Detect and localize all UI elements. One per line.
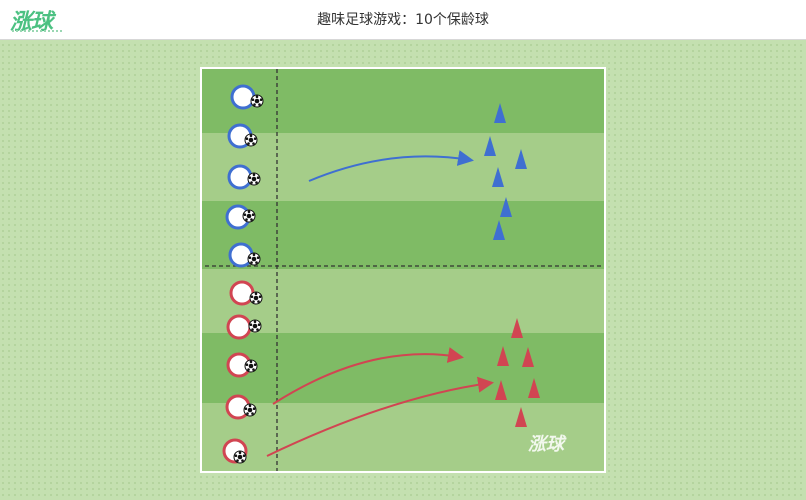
blue-cone-icon (500, 197, 512, 217)
logo-underline (12, 30, 62, 34)
blue-kick-arrow (308, 150, 474, 182)
pitch-stripe-1 (202, 69, 604, 133)
red-cone-icon (522, 347, 534, 367)
red-player-1 (229, 280, 263, 306)
red-cone-icon (528, 378, 540, 398)
blue-cone-icon (515, 149, 527, 169)
watermark-logo: 涨球 (528, 434, 564, 455)
blue-cone-icon (492, 167, 504, 187)
soccer-ball-icon (247, 252, 261, 266)
pitch-stripe-6 (202, 403, 604, 471)
soccer-ball-icon (242, 209, 256, 223)
soccer-ball-icon (233, 450, 247, 464)
top-bar: 涨球 趣味足球游戏：10个保龄球 (0, 0, 806, 40)
blue-player-1 (230, 84, 264, 110)
soccer-ball-icon (249, 291, 263, 305)
red-cone-icon (515, 407, 527, 427)
pitch-stripe-3 (202, 201, 604, 269)
page-title: 趣味足球游戏：10个保龄球 (317, 12, 489, 28)
red-cone-icon (497, 346, 509, 366)
blue-player-3 (227, 164, 261, 190)
soccer-ball-icon (250, 94, 264, 108)
pitch-stripe-4 (202, 269, 604, 333)
blue-cone-icon (494, 103, 506, 123)
soccer-ball-icon (247, 172, 261, 186)
blue-cone-icon (484, 136, 496, 156)
soccer-ball-icon (244, 133, 258, 147)
training-pitch (200, 67, 606, 473)
soccer-ball-icon (243, 403, 257, 417)
drill-diagram (205, 69, 604, 471)
red-player-3 (226, 352, 258, 378)
blue-player-4 (225, 204, 256, 230)
blue-player-2 (227, 123, 258, 149)
red-kick-arrow-2 (266, 376, 494, 457)
red-player-2 (226, 314, 262, 340)
soccer-ball-icon (248, 319, 262, 333)
red-player-5 (222, 438, 248, 464)
red-kick-arrow-1 (272, 347, 464, 405)
pitch-stripe-2 (202, 133, 604, 201)
red-cone-icon (511, 318, 523, 338)
red-cone-icon (495, 380, 507, 400)
red-player-4 (225, 394, 257, 420)
soccer-ball-icon (244, 359, 258, 373)
blue-player-5 (228, 242, 261, 268)
blue-cone-icon (493, 220, 505, 240)
